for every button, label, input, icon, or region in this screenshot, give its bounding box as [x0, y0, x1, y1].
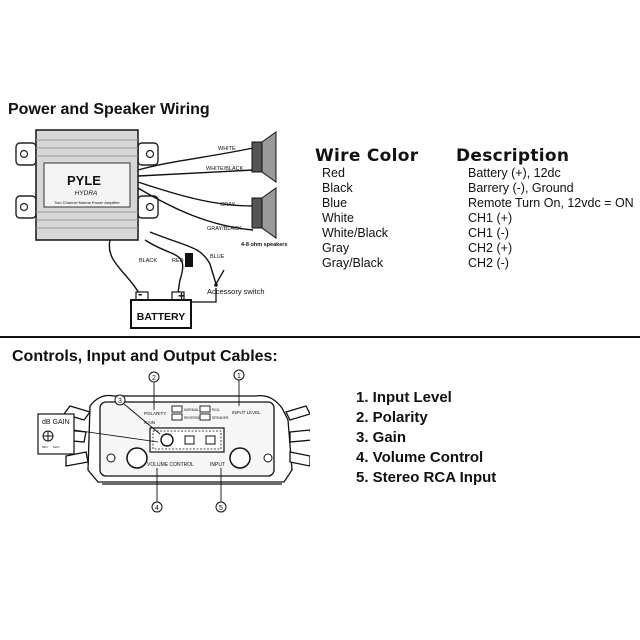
reverse-label: REVERSE — [184, 416, 201, 420]
wire-color-header: Wire Color — [315, 146, 419, 166]
speaker-ch2-icon — [251, 187, 277, 239]
wire-color-cell: Gray/Black — [322, 256, 384, 270]
gain-panel-label: GAIN — [144, 420, 155, 425]
input-panel-label: INPUT — [210, 462, 225, 468]
fuse-icon — [185, 253, 193, 267]
wire-label-red: RED — [172, 258, 184, 264]
svg-text:4: 4 — [155, 505, 159, 512]
wire-color-cell: Black — [322, 181, 353, 195]
callout-5: 5 — [215, 501, 227, 513]
section-title-controls: Controls, Input and Output Cables: — [12, 348, 278, 365]
battery-minus-label: - — [138, 286, 142, 301]
list-item: 4. Volume Control — [356, 449, 484, 466]
description-cell: CH2 (+) — [468, 241, 513, 255]
svg-text:3: 3 — [118, 398, 122, 405]
gain-knob-icon[interactable] — [160, 433, 174, 447]
battery-plus-label: + — [178, 289, 185, 303]
controls-list: 1. Input Level 2. Polarity 3. Gain 4. Vo… — [356, 388, 496, 488]
wire-label-gray-black: GRAY/BLACK — [207, 226, 242, 232]
amp-subtitle-label: Two Channel Marine Power Amplifier — [54, 200, 120, 205]
wire-color-cell: White/Black — [322, 226, 388, 240]
description-cell: Barrery (-), Ground — [468, 181, 574, 195]
description-cell: Remote Turn On, 12vdc = ON — [468, 196, 634, 210]
rca-label: RCA — [212, 408, 220, 412]
rca-input-jack-icon[interactable] — [229, 447, 251, 469]
polarity-switch-icon[interactable] — [184, 435, 195, 445]
callout-1: 1 — [233, 369, 245, 381]
svg-text:1: 1 — [237, 373, 241, 380]
power-wiring-diagram: PYLE HYDRA Two Channel Marine Power Ampl… — [15, 129, 287, 329]
description-cell: CH2 (-) — [468, 256, 509, 270]
wire-label-white: WHITE — [218, 146, 236, 152]
gain-max-label: MAX — [53, 445, 60, 449]
wire-color-cell: Blue — [322, 196, 348, 210]
list-item: 3. Gain — [356, 429, 407, 446]
power-wires — [108, 231, 217, 299]
volume-control-label: VOLUME CONTROL — [147, 462, 194, 468]
amplifier-illustration: PYLE HYDRA Two Channel Marine Power Ampl… — [15, 129, 159, 241]
volume-control-knob-icon[interactable] — [126, 447, 148, 469]
accessory-switch-icon — [182, 269, 225, 303]
gain-min-label: MIN — [42, 445, 48, 449]
input-select-switch-icon[interactable] — [205, 435, 216, 445]
description-cell: Battery (+), 12dc — [468, 166, 561, 180]
wire-color-cell: White — [322, 211, 354, 225]
wire-label-white-black: WHITE/BLACK — [206, 166, 244, 172]
wire-color-cell: Gray — [322, 241, 350, 255]
normal-label: NORMAL — [184, 408, 199, 412]
wire-label-gray: GRAY — [220, 202, 236, 208]
accessory-switch-label: Accessory switch — [207, 287, 265, 296]
battery-label: BATTERY — [137, 311, 185, 323]
speakers-label: 4-8 ohm speakers — [241, 242, 287, 248]
db-gain-label: dB GAIN — [42, 419, 70, 426]
callout-3: 3 — [114, 394, 126, 406]
wire-color-cell: Red — [322, 166, 345, 180]
amp-brand-label: PYLE — [67, 173, 101, 188]
description-column: Battery (+), 12dc Barrery (-), Ground Re… — [468, 166, 634, 271]
amp-model-label: HYDRA — [75, 190, 98, 197]
svg-text:5: 5 — [219, 505, 223, 512]
section-title-power-wiring: Power and Speaker Wiring — [8, 101, 210, 118]
description-cell: CH1 (+) — [468, 211, 513, 225]
wire-label-black: BLACK — [139, 258, 157, 264]
polarity-label: POLARITY — [144, 411, 166, 416]
speaker-wires — [137, 147, 254, 231]
speaker-ch1-icon — [251, 131, 277, 183]
db-gain-inset: dB GAIN MIN MAX — [37, 413, 159, 455]
callout-2: 2 — [148, 371, 160, 383]
wire-color-column: Red Black Blue White White/Black Gray Gr… — [322, 166, 388, 271]
list-item: 1. Input Level — [356, 389, 452, 406]
battery-icon: BATTERY — [130, 291, 192, 329]
controls-diagram: POLARITY GAIN NORMAL REVERSE RCA SPEAKER… — [37, 369, 310, 513]
list-item: 5. Stereo RCA Input — [356, 469, 497, 486]
section-divider — [0, 336, 640, 338]
input-level-label: INPUT LEVEL — [232, 410, 261, 415]
list-item: 2. Polarity — [356, 409, 428, 426]
callout-4: 4 — [151, 501, 163, 513]
description-header: Description — [456, 146, 570, 166]
svg-text:2: 2 — [152, 375, 156, 382]
speaker-label: SPEAKER — [212, 416, 229, 420]
wire-label-blue: BLUE — [210, 254, 225, 260]
description-cell: CH1 (-) — [468, 226, 509, 240]
